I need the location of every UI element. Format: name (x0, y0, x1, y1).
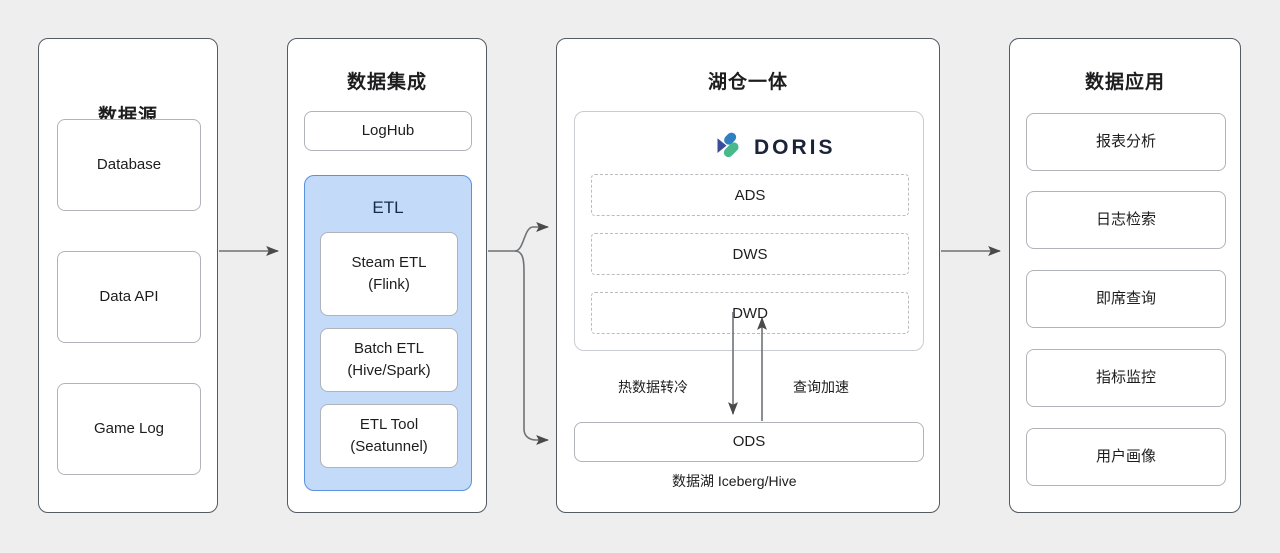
column-data-source: 数据源 Database Data API Game Log (38, 38, 218, 513)
node-data-api[interactable]: Data API (57, 251, 201, 343)
arrow-integration-to-ods (514, 250, 549, 445)
lakehouse-footnote: 数据湖 Iceberg/Hive (672, 473, 797, 489)
column-title-data-integration: 数据集成 (346, 72, 427, 93)
node-batch-etl-line2: (Hive/Spark) (347, 362, 431, 379)
node-batch-etl[interactable]: Batch ETL (Hive/Spark) (320, 328, 458, 392)
node-user-profile[interactable]: 用户画像 (1026, 428, 1226, 486)
node-steam-etl-line1: Steam ETL (351, 254, 427, 272)
layer-dws[interactable]: DWS (591, 233, 909, 275)
group-etl: ETL Steam ETL (Flink) Batch ETL (Hive/Sp… (304, 175, 472, 491)
arrow-integration-to-doris (514, 222, 549, 252)
node-report-analysis[interactable]: 报表分析 (1026, 113, 1226, 171)
node-ods[interactable]: ODS (574, 422, 924, 462)
column-lakehouse: 湖仓一体 DORIS ADS DWS DWD 热数据转冷 查询加速 ODS 数据… (556, 38, 940, 513)
column-title-lakehouse: 湖仓一体 (707, 72, 788, 93)
node-etl-tool-line2: (Seatunnel) (350, 438, 428, 455)
doris-wordmark: DORIS (754, 135, 836, 159)
node-etl-tool[interactable]: ETL Tool (Seatunnel) (320, 404, 458, 468)
column-title-data-application: 数据应用 (1084, 72, 1165, 93)
column-data-integration: 数据集成 LogHub ETL Steam ETL (Flink) Batch … (287, 38, 487, 513)
node-database[interactable]: Database (57, 119, 201, 211)
layer-dwd[interactable]: DWD (591, 292, 909, 334)
node-log-search[interactable]: 日志检索 (1026, 191, 1226, 249)
node-ad-hoc-query[interactable]: 即席查询 (1026, 270, 1226, 328)
node-steam-etl[interactable]: Steam ETL (Flink) (320, 232, 458, 316)
flow-label-query-acceleration: 查询加速 (793, 379, 849, 395)
node-metric-monitoring[interactable]: 指标监控 (1026, 349, 1226, 407)
column-data-application: 数据应用 报表分析 日志检索 即席查询 指标监控 用户画像 (1009, 38, 1241, 513)
node-game-log[interactable]: Game Log (57, 383, 201, 475)
doris-container: DORIS ADS DWS DWD (574, 111, 924, 351)
group-etl-title: ETL (372, 198, 404, 217)
node-steam-etl-line2: (Flink) (368, 276, 410, 293)
node-batch-etl-line1: Batch ETL (353, 340, 425, 358)
node-loghub[interactable]: LogHub (304, 111, 472, 151)
node-etl-tool-line1: ETL Tool (359, 416, 419, 434)
doris-logo: DORIS (714, 130, 836, 165)
doris-mark-icon (714, 130, 744, 165)
flow-label-hot-to-cold: 热数据转冷 (618, 379, 688, 395)
layer-ads[interactable]: ADS (591, 174, 909, 216)
